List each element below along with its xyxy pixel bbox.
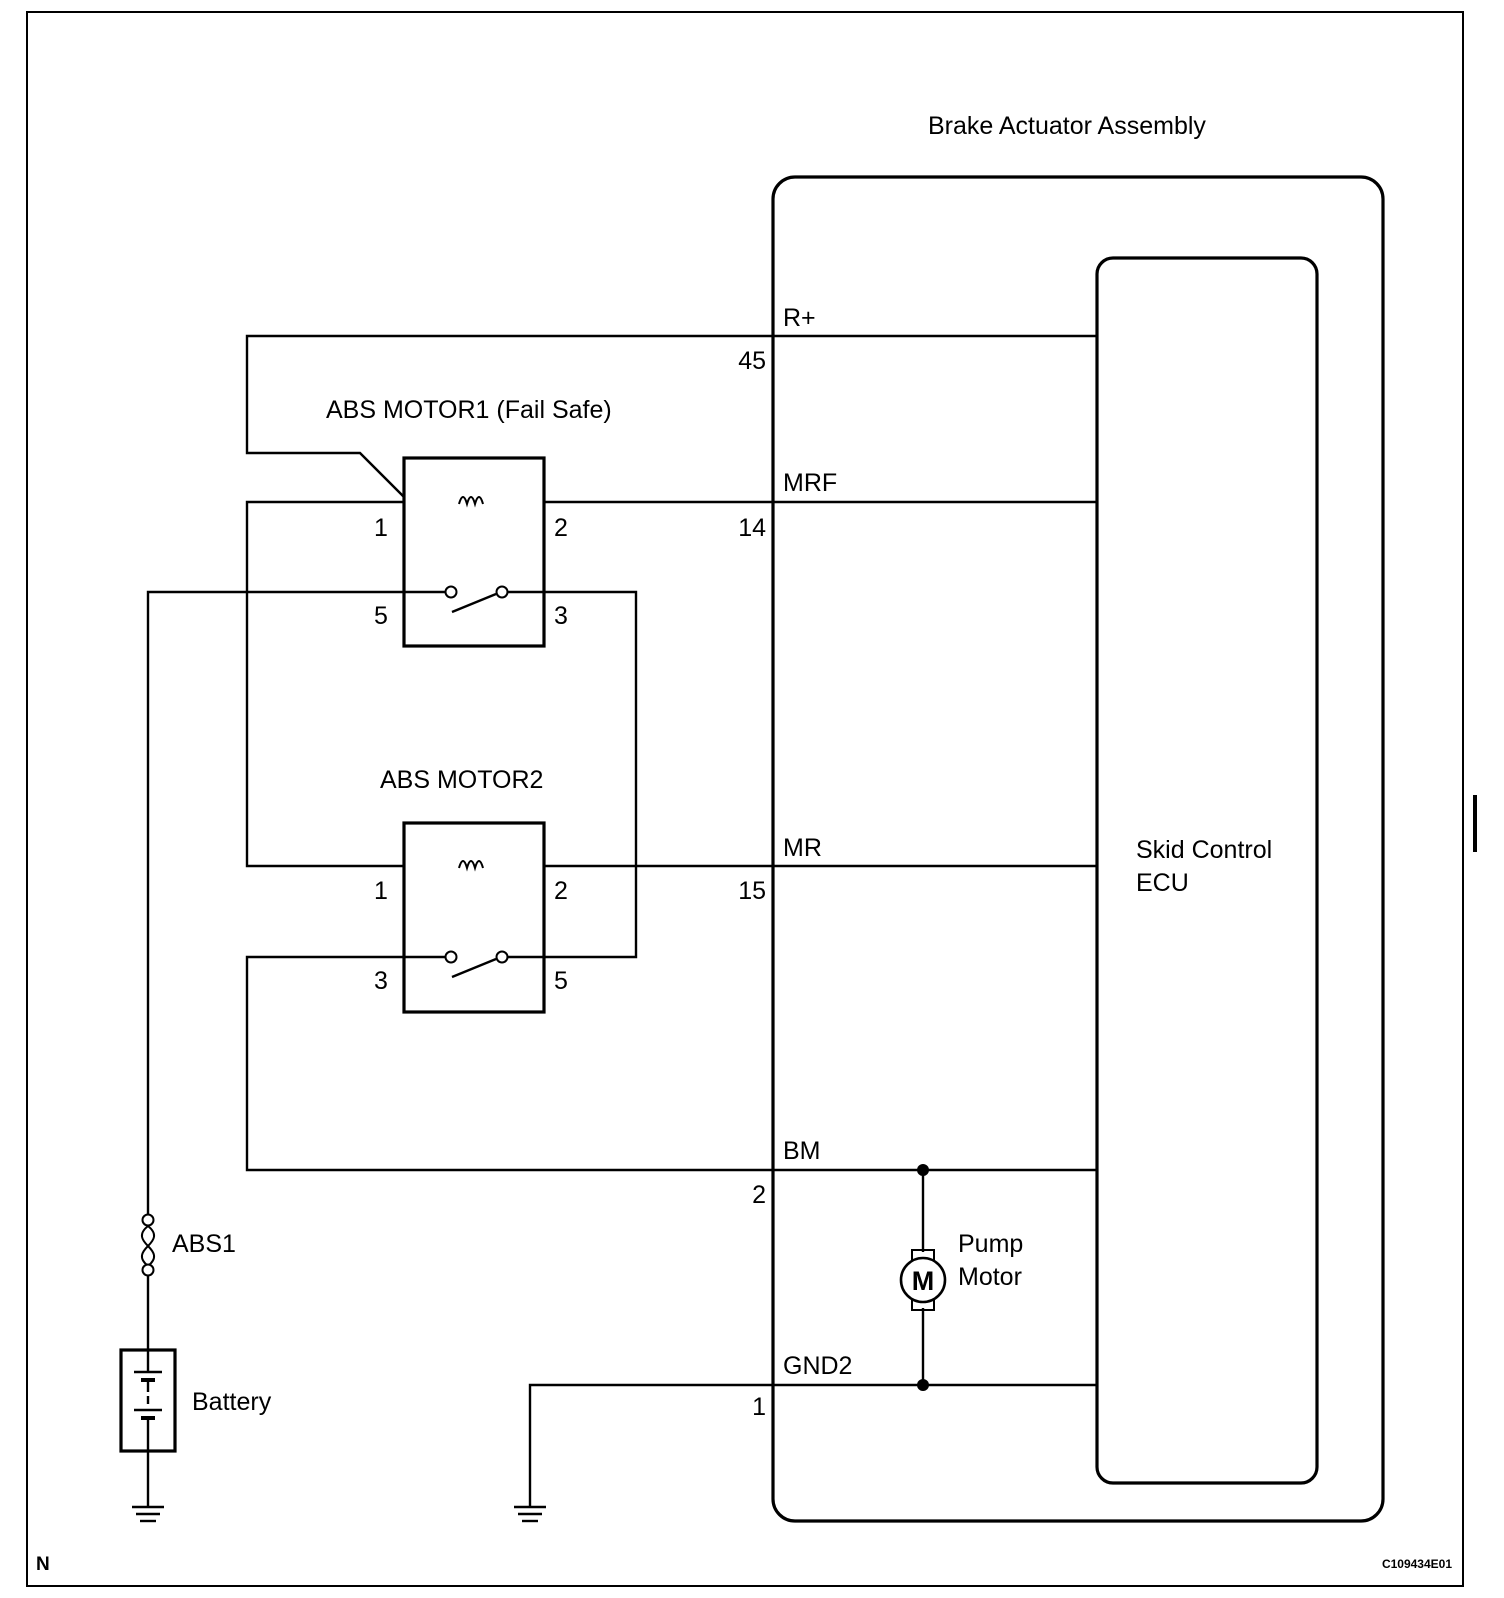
pump-motor-symbol: M <box>899 1249 947 1311</box>
terminal-mr-pin: 15 <box>738 877 766 905</box>
figure-code: C109434E01 <box>1382 1557 1452 1571</box>
fuse-label: ABS1 <box>172 1230 236 1258</box>
battery-icon <box>119 1348 177 1453</box>
relay2-pin-2: 2 <box>554 877 568 905</box>
brake-actuator-box <box>771 175 1385 1523</box>
terminal-gnd2-name: GND2 <box>783 1352 852 1380</box>
terminal-mr-name: MR <box>783 834 822 862</box>
pump-motor-label-line2: Motor <box>958 1263 1022 1291</box>
terminal-bm-name: BM <box>783 1137 821 1165</box>
svg-text:M: M <box>912 1266 935 1296</box>
relay1-pin-1: 1 <box>374 514 388 542</box>
relay2-box <box>402 821 546 1014</box>
relay1-pin-3: 3 <box>554 602 568 630</box>
junction-gnd2 <box>917 1379 929 1391</box>
relay2-pin-5: 5 <box>554 967 568 995</box>
relay1-pin-5: 5 <box>374 602 388 630</box>
relay2-coil-icon <box>458 860 484 872</box>
wire-battery-feed <box>146 590 404 1214</box>
ecu-label-line2: ECU <box>1136 869 1189 897</box>
wire-r-plus <box>245 334 1097 498</box>
pump-motor-label-line1: Pump <box>958 1230 1023 1258</box>
wire-switch-link <box>544 590 638 959</box>
fuse-icon <box>141 1213 155 1277</box>
corner-label: N <box>36 1554 50 1575</box>
relay1-pin-2: 2 <box>554 514 568 542</box>
assembly-title: Brake Actuator Assembly <box>928 112 1206 140</box>
ground-icon-gnd2 <box>514 1505 546 1523</box>
terminal-mrf-pin: 14 <box>738 514 766 542</box>
terminal-r-plus-pin: 45 <box>738 347 766 375</box>
relay1-title: ABS MOTOR1 (Fail Safe) <box>326 396 612 424</box>
skid-control-ecu-box <box>1095 256 1319 1485</box>
diagram-frame <box>26 11 1464 1587</box>
relay2-pin-1: 1 <box>374 877 388 905</box>
relay2-switch-icon <box>404 950 544 979</box>
ecu-label-line1: Skid Control <box>1136 836 1272 864</box>
ground-icon-battery <box>132 1505 164 1523</box>
relay1-box <box>402 456 546 648</box>
relay1-switch-icon <box>404 585 544 614</box>
terminal-gnd2-pin: 1 <box>752 1393 766 1421</box>
wire-coil-link <box>245 500 404 868</box>
wire-bm <box>245 955 1097 1172</box>
battery-label: Battery <box>192 1388 272 1416</box>
terminal-r-plus-name: R+ <box>783 304 816 332</box>
relay2-title: ABS MOTOR2 <box>380 766 543 794</box>
relay2-pin-3: 3 <box>374 967 388 995</box>
terminal-mrf-name: MRF <box>783 469 837 497</box>
terminal-bm-pin: 2 <box>752 1181 766 1209</box>
wire-gnd2 <box>528 1383 1097 1506</box>
junction-bm <box>917 1164 929 1176</box>
relay1-coil-icon <box>458 496 484 508</box>
